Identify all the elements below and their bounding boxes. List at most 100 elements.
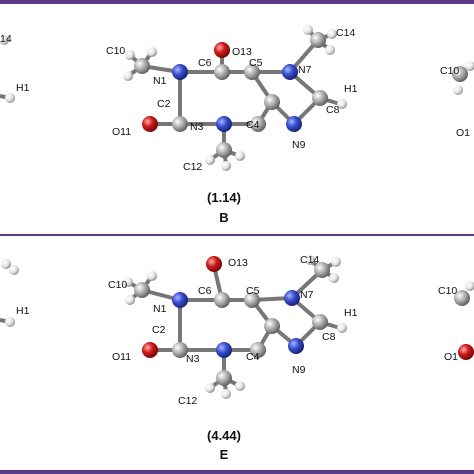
hydrogen-atom <box>329 273 339 283</box>
nitrogen-atom <box>284 290 300 306</box>
carbon-atom <box>312 314 328 330</box>
atom-label-n9: N9 <box>292 364 306 376</box>
carbon-atom <box>216 142 232 158</box>
carbon-atom <box>452 66 468 82</box>
carbon-atom <box>216 370 232 386</box>
atom-label-n3: N3 <box>186 353 200 365</box>
hydrogen-atom <box>9 265 19 275</box>
oxygen-atom <box>142 116 158 132</box>
atom-label-c12: C12 <box>178 395 197 407</box>
atom-label-n7: N7 <box>300 289 314 301</box>
carbon-atom <box>312 90 328 106</box>
carbon-atom <box>214 292 230 308</box>
atom-label-c10: C10 <box>440 65 459 77</box>
nitrogen-atom <box>172 292 188 308</box>
atom-label-fragment: 14 <box>0 33 12 45</box>
middle-divider <box>0 234 474 236</box>
hydrogen-atom <box>1 259 11 269</box>
hydrogen-atom <box>125 50 135 60</box>
atom-label-c5: C5 <box>246 285 260 297</box>
structure-letter: E <box>220 447 229 462</box>
hydrogen-atom <box>147 47 157 57</box>
atom-label-h1: H1 <box>16 82 30 94</box>
atom-label-o11: O11 <box>112 351 131 363</box>
nitrogen-atom <box>216 342 232 358</box>
atom-label-fragment: O1 <box>444 351 458 363</box>
atom-label-c5: C5 <box>249 57 263 69</box>
left-neighbor-molecule-top: 14 H1 <box>0 33 30 103</box>
structure-letter: B <box>219 210 228 225</box>
hydrogen-atom <box>465 281 474 291</box>
top-frame-line <box>0 0 474 4</box>
hydrogen-atom <box>327 29 337 39</box>
atom-label-fragment: O1 <box>456 127 470 139</box>
atom-label-c6: C6 <box>198 285 212 297</box>
atom-label-c4: C4 <box>246 351 260 363</box>
carbon-atom <box>250 342 266 358</box>
atom-label-h1: H1 <box>16 305 30 317</box>
molecule-panel-e: O13 N7 C14 C10 C6 C5 N1 H1 C2 C8 N3 C4 O… <box>108 254 358 462</box>
atom-label-c2: C2 <box>157 98 171 110</box>
hydrogen-atom <box>337 323 347 333</box>
energy-caption: (4.44) <box>207 428 241 443</box>
hydrogen-atom <box>235 381 245 391</box>
hydrogen-atom <box>0 35 9 45</box>
hydrogen-atom <box>147 271 157 281</box>
atom-label-n1: N1 <box>153 303 167 315</box>
bottom-frame-line <box>0 470 474 474</box>
atom-label-n7: N7 <box>298 64 312 76</box>
hydrogen-atom <box>337 99 347 109</box>
carbon-atom <box>314 262 330 278</box>
atom-label-c8: C8 <box>326 104 340 116</box>
hydrogen-atom <box>235 151 245 161</box>
hydrogen-atom <box>125 295 135 305</box>
carbon-atom <box>310 32 326 48</box>
atom-label-h1: H1 <box>344 83 358 95</box>
atom-label-c4: C4 <box>246 119 260 131</box>
atom-label-c14: C14 <box>336 27 355 39</box>
nitrogen-atom <box>288 338 304 354</box>
carbon-atom <box>244 64 260 80</box>
atom-label-c6: C6 <box>198 57 212 69</box>
hydrogen-atom <box>453 85 463 95</box>
carbon-atom <box>172 342 188 358</box>
atom-label-n3: N3 <box>190 121 204 133</box>
hydrogen-atom <box>303 25 313 35</box>
right-neighbor-molecule-top: C10 O1 <box>440 61 474 139</box>
carbon-atom <box>264 318 280 334</box>
atom-label-c10: C10 <box>438 285 457 297</box>
atom-label-c14: C14 <box>300 254 319 266</box>
atom-label-o13: O13 <box>232 46 252 58</box>
carbon-atom <box>134 58 150 74</box>
atom-label-c10: C10 <box>108 279 127 291</box>
hydrogen-atom <box>305 255 315 265</box>
hydrogen-atom <box>205 155 215 165</box>
atom-label-n9: N9 <box>292 139 306 151</box>
atom-label-n1: N1 <box>153 75 167 87</box>
molecule-panel-b: O13 N7 C14 C10 C6 C5 N1 H1 C2 C8 N3 C4 O… <box>106 25 358 225</box>
carbon-atom <box>454 290 470 306</box>
hydrogen-atom <box>5 317 15 327</box>
atom-label-o13: O13 <box>228 257 248 269</box>
carbon-atom <box>134 282 150 298</box>
hydrogen-atom <box>205 383 215 393</box>
carbon-atom <box>214 64 230 80</box>
nitrogen-atom <box>172 64 188 80</box>
hydrogen-atom <box>465 61 474 71</box>
atom-label-o11: O11 <box>112 126 131 138</box>
atom-label-c10: C10 <box>106 45 125 57</box>
nitrogen-atom <box>216 116 232 132</box>
carbon-atom <box>172 116 188 132</box>
atom-label-h1: H1 <box>344 307 358 319</box>
hydrogen-atom <box>325 45 335 55</box>
oxygen-atom <box>142 342 158 358</box>
left-neighbor-molecule-bottom: H1 <box>0 259 30 327</box>
atom-label-c12: C12 <box>183 161 202 173</box>
hydrogen-atom <box>221 161 231 171</box>
hydrogen-atom <box>331 257 341 267</box>
carbon-atom <box>250 116 266 132</box>
atom-label-c2: C2 <box>152 324 166 336</box>
right-neighbor-molecule-bottom: C10 O1 <box>438 281 474 363</box>
carbon-atom <box>264 94 280 110</box>
